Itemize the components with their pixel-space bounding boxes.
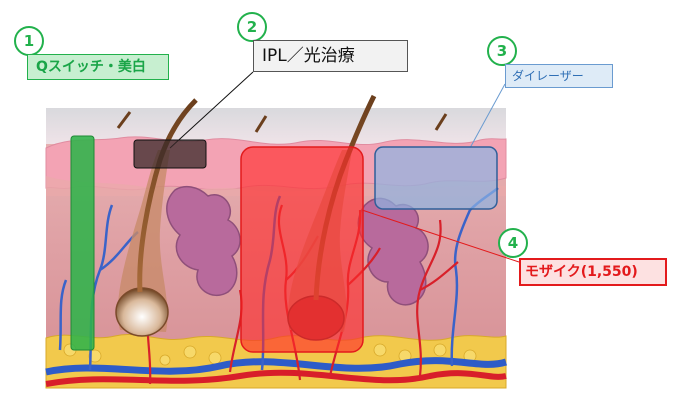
callout-number-3: 3 <box>487 36 517 66</box>
leader-line-mosaic <box>361 209 520 263</box>
ipl-region <box>133 139 207 169</box>
mosaic-label: モザイク(1,550) <box>519 258 667 286</box>
ipl-label: IPL／光治療 <box>253 40 408 72</box>
qswitch-label: Qスイッチ・美白 <box>27 54 169 80</box>
leader-line-ipl <box>169 71 254 149</box>
leader-line-dye <box>469 83 506 149</box>
callout-number-1: 1 <box>14 26 44 56</box>
mosaic-region <box>240 146 364 353</box>
dye-laser-region <box>374 146 498 210</box>
qswitch-region <box>70 135 95 351</box>
callout-number-4: 4 <box>498 228 528 258</box>
callout-number-2: 2 <box>237 12 267 42</box>
dye-laser-label: ダイレーザー <box>505 64 613 88</box>
